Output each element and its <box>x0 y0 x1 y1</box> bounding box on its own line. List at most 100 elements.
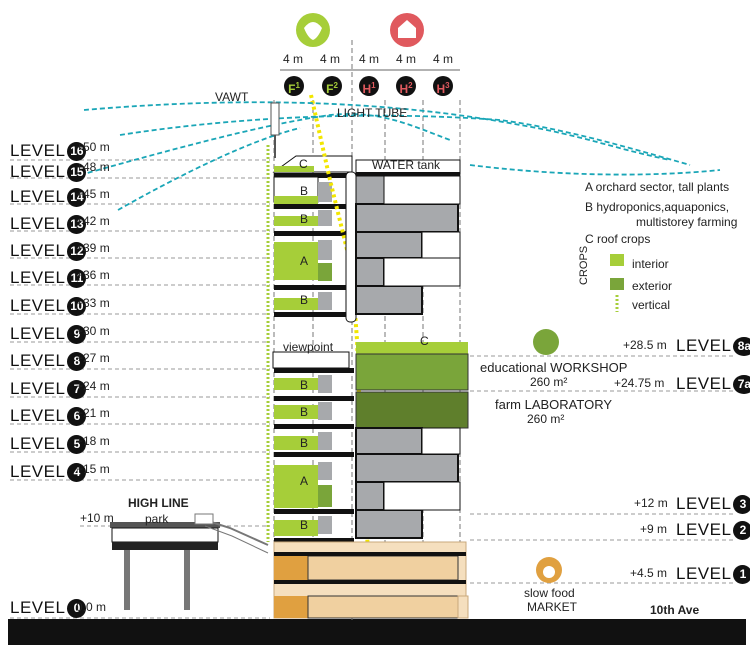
level-15-height: +48 m <box>76 160 110 174</box>
zone-b: B <box>300 405 309 419</box>
level-7a-height: +24.75 m <box>614 376 665 390</box>
legend-b: B hydroponics,aquaponics, <box>585 200 730 214</box>
lab-area: 260 m² <box>527 412 565 426</box>
house-icon <box>398 20 416 38</box>
level-4-height: +15 m <box>76 462 110 476</box>
market-label-1: slow food <box>524 586 575 600</box>
workshop-area: 260 m² <box>530 375 568 389</box>
dim-label: 4 m <box>320 52 341 66</box>
zone-b: B <box>300 378 309 392</box>
module-f2: F2 <box>322 76 342 96</box>
level-12-height: +39 m <box>76 241 110 255</box>
module-f1: F1 <box>284 76 304 96</box>
level-1-height: +4.5 m <box>630 566 668 580</box>
zone-a: A <box>300 254 309 268</box>
module-h3: H3 <box>433 76 453 96</box>
legend-b2: multistorey farming <box>636 215 738 229</box>
vawt-turbine <box>270 102 280 158</box>
module-h1: H1 <box>359 76 379 96</box>
zone-b: B <box>300 212 309 226</box>
legend-vertical: vertical <box>632 298 671 312</box>
roof-crop-label: C <box>299 157 308 171</box>
dim-label: 4 m <box>359 52 380 66</box>
legend-exterior-swatch <box>610 278 624 290</box>
avenue-label: 10th Ave <box>650 603 700 617</box>
market-label-2: MARKET <box>527 600 578 614</box>
dim-label: 4 m <box>283 52 304 66</box>
legend-a: A orchard sector, tall plants <box>585 180 730 194</box>
level-2-height: +9 m <box>640 522 668 536</box>
legend-crops-title: CROPS <box>578 245 590 285</box>
dim-label: 4 m <box>433 52 454 66</box>
workshop-label: educational WORKSHOP <box>480 360 628 375</box>
level-10-height: +33 m <box>76 296 110 310</box>
high-line-label: HIGH LINE <box>128 496 189 510</box>
level-7-height: +24 m <box>76 379 110 393</box>
level-11-height: +36 m <box>76 268 110 282</box>
light-tube-label: LIGHT TUBE <box>337 106 408 120</box>
level-5-height: +18 m <box>76 434 110 448</box>
level-0-height: 0.0 m <box>76 600 107 614</box>
legend-interior-swatch <box>610 254 624 266</box>
apple-shape <box>543 566 555 578</box>
legend-interior: interior <box>632 257 669 271</box>
level-14-height: +45 m <box>76 187 110 201</box>
level-8a-height: +28.5 m <box>623 338 667 352</box>
left-floor-lines <box>10 159 270 619</box>
lab-label: farm LABORATORY <box>495 397 613 412</box>
level-13-height: +42 m <box>76 214 110 228</box>
vawt-label: VAWT <box>215 90 249 104</box>
module-h2: H2 <box>396 76 416 96</box>
ground-slab <box>8 619 746 645</box>
level-3-height: +12 m <box>634 496 668 510</box>
farm-tower <box>266 145 354 542</box>
zone-b: B <box>300 436 309 450</box>
viewpoint-platform <box>272 351 350 369</box>
level-6-height: +21 m <box>76 406 110 420</box>
high-line-structure <box>110 513 269 610</box>
legend-c: C roof crops <box>585 232 651 246</box>
wind-lines <box>79 101 721 211</box>
park-label: park <box>145 512 169 526</box>
section-c-label: C <box>420 334 429 348</box>
level-16-height: +50 m <box>76 140 110 154</box>
zone-b: B <box>300 293 309 307</box>
tulip-icon <box>304 22 322 40</box>
viewpoint-label: viewpoint <box>283 340 334 354</box>
light-tube-column <box>345 171 357 323</box>
high-line-height: +10 m <box>80 511 114 525</box>
market-base <box>273 541 469 619</box>
zone-b: B <box>300 184 309 198</box>
level-8-height: +27 m <box>76 351 110 365</box>
right-floor-lines <box>470 355 735 584</box>
dim-label: 4 m <box>396 52 417 66</box>
zone-b: B <box>300 518 309 532</box>
zone-a: A <box>300 474 309 488</box>
housing-tower <box>355 159 469 539</box>
level-9-height: +30 m <box>76 324 110 338</box>
legend-exterior: exterior <box>632 279 673 293</box>
water-tank-label: WATER tank <box>372 158 441 172</box>
workshop-icon <box>533 329 559 355</box>
ground-bottom <box>8 645 746 651</box>
